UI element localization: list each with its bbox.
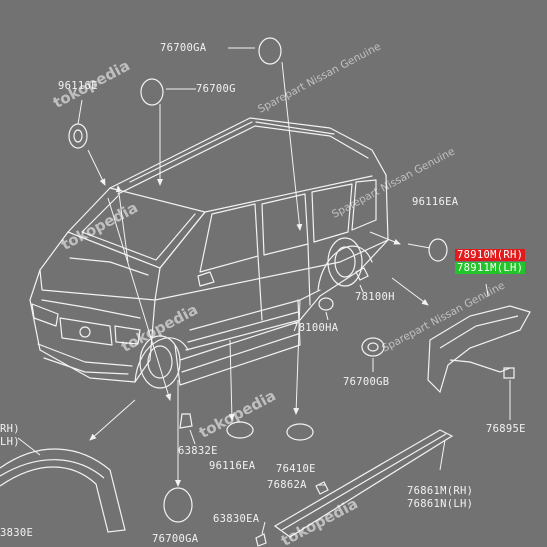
label-3830e: 3830E [0, 527, 34, 539]
label-76700ga-bottom: 76700GA [152, 533, 199, 545]
label-76861m-rh: 76861M(RH) [407, 485, 474, 497]
label-78100h: 78100H [355, 291, 395, 303]
label-96116e: 96116E [58, 80, 98, 92]
label-78911m-lh: 78911M(LH) [455, 262, 526, 274]
loose-parts [0, 37, 531, 547]
label-96116ea: 96116EA [412, 196, 459, 208]
label-76700g: 76700G [196, 83, 236, 95]
label-78100ha: 78100HA [292, 322, 339, 334]
label-left-lh: LH) [0, 436, 20, 448]
vehicle-outline [29, 117, 389, 389]
label-76862a: 76862A [267, 479, 307, 491]
label-76861n-lh: 76861N(LH) [407, 498, 474, 510]
label-63830ea: 63830EA [213, 513, 260, 525]
label-78910m-rh: 78910M(RH) [455, 249, 526, 261]
label-76700ga-top: 76700GA [160, 42, 207, 54]
label-76410e: 76410E [276, 463, 316, 475]
label-76895e: 76895E [486, 423, 526, 435]
plug-76700ga-top-part [258, 37, 282, 65]
label-76700gb: 76700GB [343, 376, 390, 388]
label-63832e: 63832E [178, 445, 218, 457]
leader-lines [17, 47, 511, 535]
label-left-rh: RH) [0, 423, 20, 435]
label-96116ea-bottom: 96116EA [209, 460, 256, 472]
